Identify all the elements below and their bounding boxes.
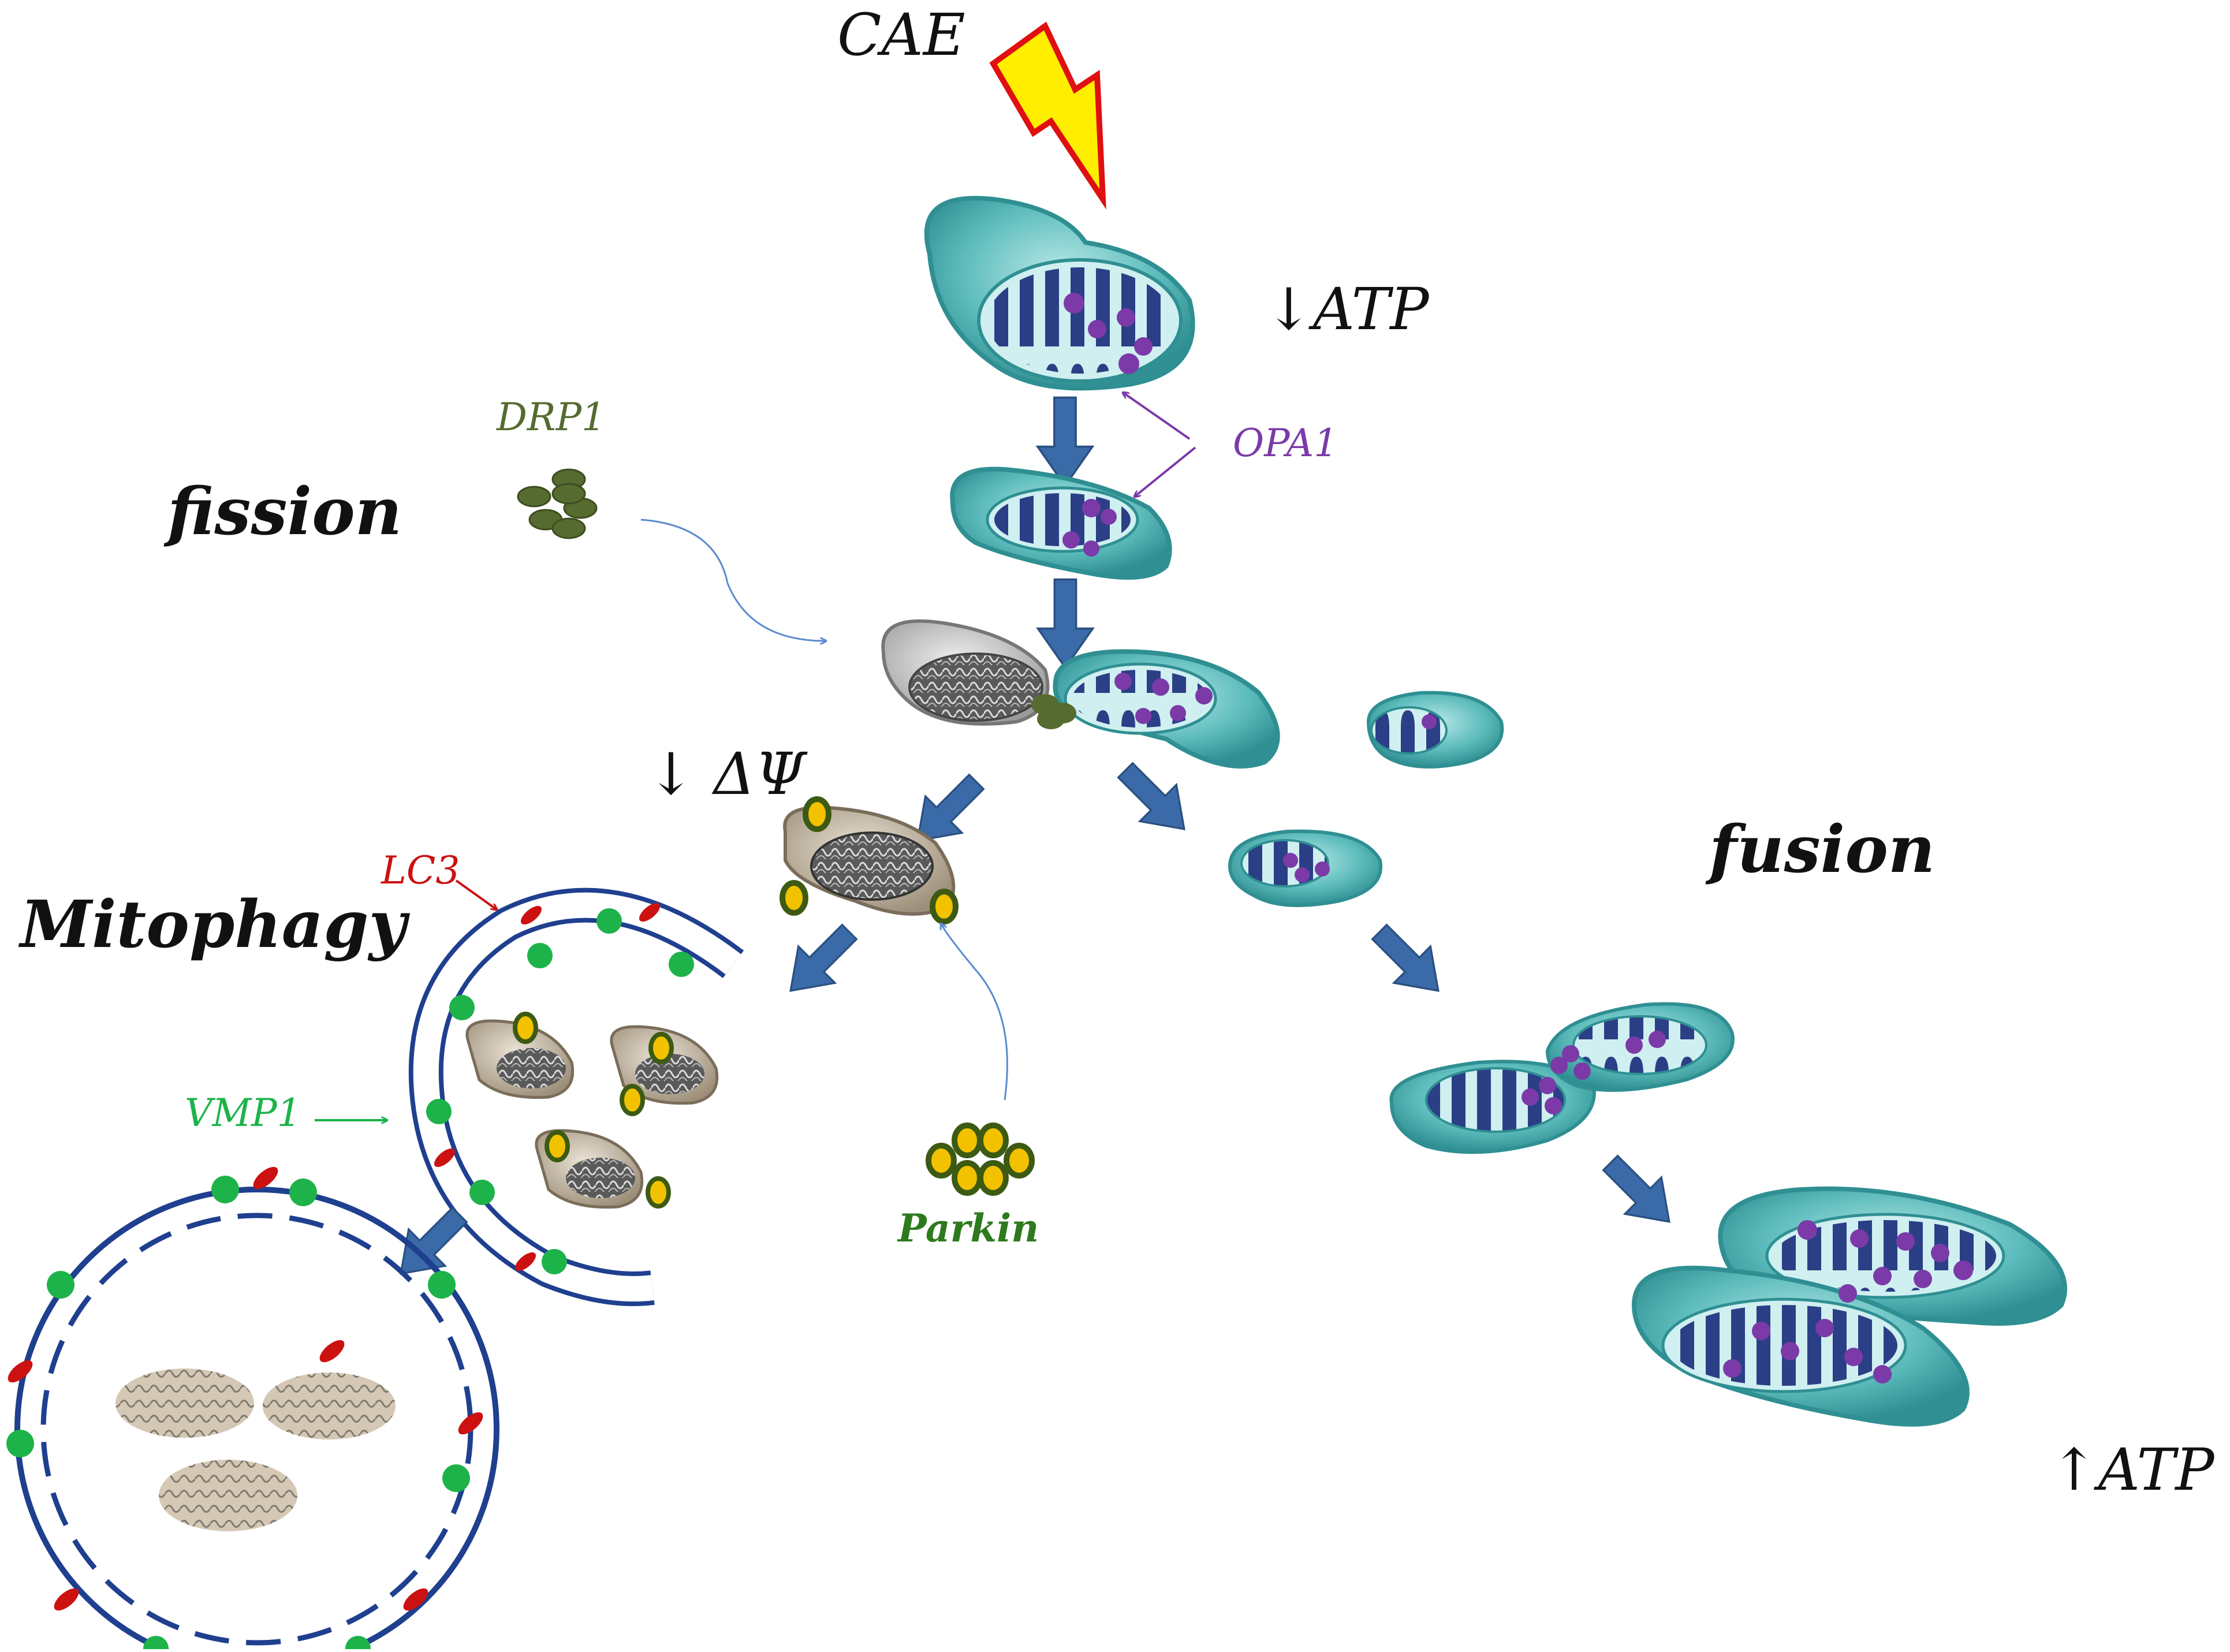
delta-psi-label: ↓ ΔΨ [647,740,808,808]
mitochondria-fused [1631,1186,2067,1427]
mitochondrion-elongated [950,467,1172,580]
mitochondria-fusing [1389,1002,1735,1154]
drp1-pointer [640,519,826,641]
arrow-to-mitophagy [771,912,869,1010]
arrow-to-fusion [1106,751,1204,849]
degraded-mitochondria [115,1368,396,1531]
mitophagy-label: Mitophagy [18,887,411,963]
lightning-bolt-icon [989,21,1106,210]
opa1-pointer-bottom [1135,446,1196,497]
drp1-particles [517,468,598,539]
opa1-pointer-top [1123,393,1191,440]
lc3-pointer [455,879,497,909]
arrow-fusion-1 [1360,912,1458,1010]
atp-down-label: ↓ATP [1265,275,1430,343]
vmp1-label: VMP1 [185,1091,301,1135]
parkin-label: Parkin [897,1206,1039,1251]
lc3-label: LC3 [381,848,460,893]
mitochondrion-damaged-parkin [780,796,959,924]
opa1-label: OPA1 [1233,421,1338,465]
mitochondrion-dividing [881,619,1280,769]
drp1-label: DRP1 [496,395,606,439]
parkin-cluster [926,1123,1035,1196]
atp-up-label: ↑ATP [2050,1436,2215,1504]
engulfed-mitochondria [465,1012,719,1209]
parkin-pointer [941,924,1008,1101]
autophagosome [6,1166,499,1652]
arrow-fusion-2 [1591,1143,1689,1241]
mitochondrion-fragment-2 [1228,829,1383,907]
cae-label: CAE [837,1,965,69]
fusion-label: fusion [1705,812,1935,887]
phagophore-membrane [408,887,744,1306]
mitochondrion-fragment-1 [1366,691,1504,769]
fission-label: fission [163,474,402,550]
mitochondrion-initial [924,196,1195,391]
